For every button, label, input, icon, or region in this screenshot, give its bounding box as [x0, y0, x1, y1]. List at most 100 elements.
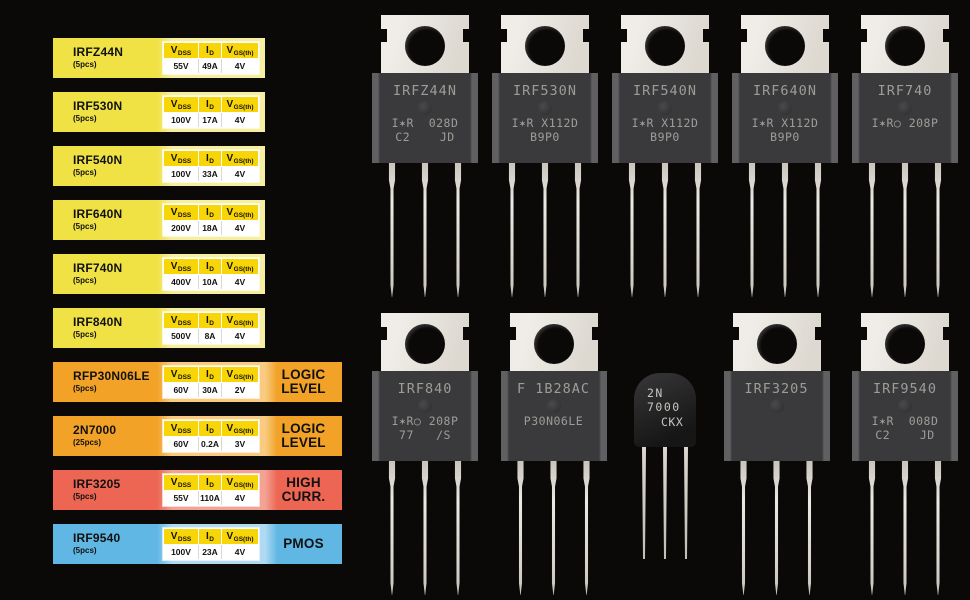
header-id-symbol: I: [206, 99, 209, 110]
pin-legs: [868, 163, 943, 297]
header-id-symbol: I: [206, 45, 209, 56]
value-vgsth: 2V: [222, 383, 258, 397]
part-name: RFP30N06LE: [73, 369, 150, 383]
header-id-subscript: D: [209, 535, 214, 543]
value-vdss: 400V: [164, 275, 198, 289]
part-quantity: (5pcs): [73, 329, 97, 339]
header-vgsth-subscript: GS(th): [233, 265, 254, 273]
transistor-to92: 2N 7000 CKX: [629, 373, 701, 595]
pin-leg: [517, 461, 524, 595]
part-marking-line1: F 1B28AC: [516, 381, 591, 397]
header-id-subscript: D: [209, 427, 214, 435]
value-vgsth: 4V: [222, 221, 258, 235]
category-label: LOGIC LEVEL: [265, 362, 342, 402]
transistor-to220: IRF530N I✶R X112D B9P0: [492, 15, 598, 297]
value-vdss: 100V: [164, 167, 198, 181]
package-body: IRF540N I✶R X112D B9P0: [612, 73, 718, 163]
tab-notch-left: [861, 29, 867, 42]
part-name-block: IRF530N (5pcs): [53, 92, 157, 132]
pin-legs: [516, 461, 591, 595]
part-quantity: (5pcs): [73, 383, 97, 393]
part-marking-line2: I✶R○ 208P: [391, 414, 459, 428]
part-name-block: RFP30N06LE (5pcs): [53, 362, 157, 402]
header-vdss-symbol: V: [170, 153, 178, 164]
header-vdss-symbol: V: [170, 477, 178, 488]
transistor-to220: F 1B28AC P30N06LE: [500, 313, 607, 595]
tab-notch-right: [463, 29, 469, 42]
transistor-to220: IRF840 I✶R○ 208P 77 /S: [372, 313, 478, 595]
part-marking-line2: P30N06LE: [523, 414, 584, 428]
part-marking-line1: IRF530N: [513, 83, 577, 99]
pin-leg: [806, 461, 813, 595]
mounting-hole: [885, 26, 925, 67]
header-vdss-symbol: V: [170, 315, 178, 326]
header-vdss-symbol: V: [170, 45, 178, 56]
pin-legs: [388, 461, 463, 595]
mounting-tab: [501, 15, 589, 73]
value-vdss: 100V: [164, 113, 198, 127]
part-marking-line2: I✶R X112D: [751, 116, 819, 130]
tab-notch-right: [823, 29, 829, 42]
header-id-subscript: D: [209, 103, 214, 111]
pin-leg: [421, 461, 429, 595]
part-name: IRF840N: [73, 315, 123, 329]
part-marking-line2: I✶R 008D: [871, 414, 939, 428]
header-id-symbol: I: [206, 207, 209, 218]
header-vgsth-subscript: GS(th): [233, 373, 254, 381]
transistor-to220: IRF9540 I✶R 008D C2 JD: [852, 313, 958, 595]
tab-notch-right: [703, 29, 709, 42]
spec-value-row: 55V 110A 4V: [164, 491, 258, 505]
header-id-symbol: I: [206, 369, 209, 380]
value-vdss: 500V: [164, 329, 198, 343]
mounting-hole: [525, 26, 565, 67]
transistor-to220: IRF740 I✶R○ 208P: [852, 15, 958, 297]
tab-notch-left: [501, 29, 507, 42]
part-marking-line1: IRF9540: [873, 381, 937, 397]
part-marking-line3: 77 /S: [399, 428, 451, 443]
pin-leg: [550, 461, 557, 595]
value-vgsth: 3V: [222, 437, 258, 451]
part-marking-line2: I✶R 028D: [391, 116, 459, 130]
tab-notch-right: [943, 327, 949, 340]
mounting-tab: [381, 313, 469, 371]
value-vgsth: 4V: [222, 113, 258, 127]
header-vgsth-symbol: V: [226, 315, 234, 326]
header-id-symbol: I: [206, 531, 209, 542]
header-vgsth-subscript: GS(th): [233, 319, 254, 327]
pin-leg: [388, 461, 396, 595]
pin-leg: [868, 163, 876, 297]
tab-notch-left: [732, 327, 739, 340]
pin-leg: [661, 163, 669, 297]
pin-leg: [541, 163, 549, 297]
part-marking-line1: IRF840: [397, 381, 453, 397]
part-marking-line1: IRF3205: [744, 381, 809, 397]
pin-legs: [642, 447, 689, 559]
pin-leg: [901, 163, 909, 297]
header-id-subscript: D: [209, 265, 214, 273]
part-quantity: (5pcs): [73, 221, 97, 231]
part-marking-line2: 7000: [647, 400, 681, 415]
